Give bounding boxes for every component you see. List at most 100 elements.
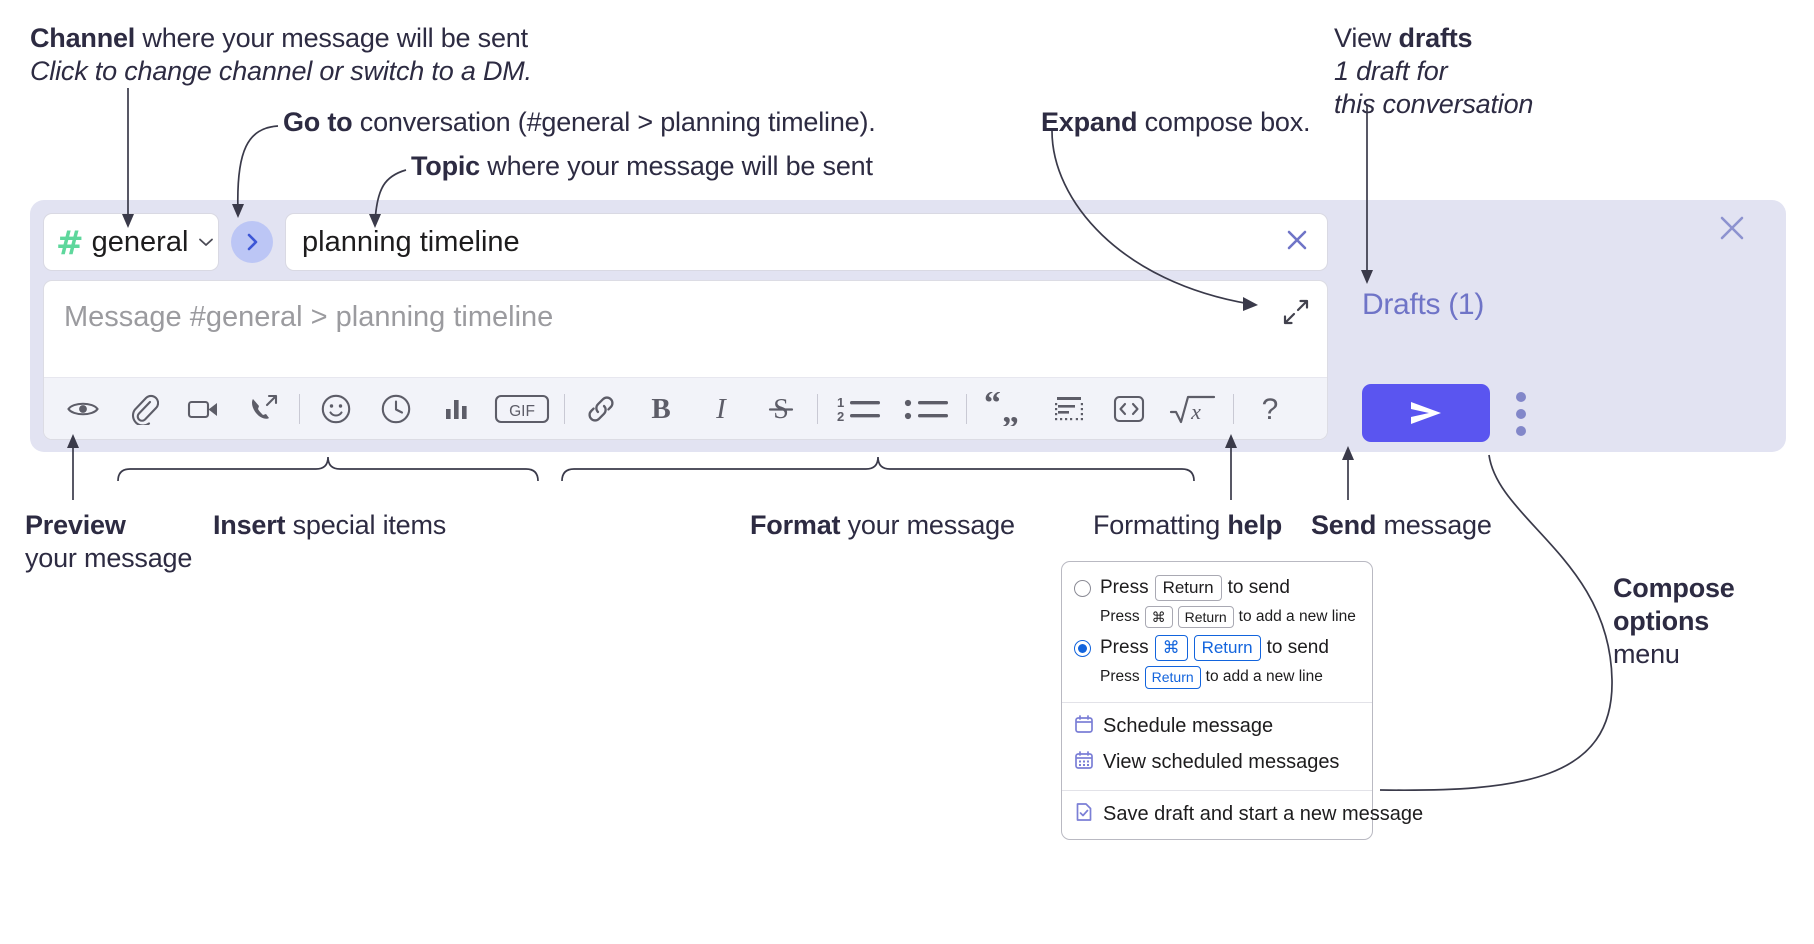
code-block-icon[interactable] bbox=[1046, 386, 1092, 432]
kebab-dot bbox=[1516, 392, 1526, 402]
send-option-cmd-return-sub: Press Return to add a new line bbox=[1062, 664, 1372, 692]
chevron-down-icon bbox=[196, 232, 216, 252]
annotation-goto-rest: conversation (#general > planning timeli… bbox=[352, 107, 876, 137]
key-cmd: ⌘ bbox=[1154, 635, 1188, 662]
channel-name: general bbox=[91, 225, 189, 258]
video-icon[interactable] bbox=[180, 386, 226, 432]
key-return: Return bbox=[1177, 606, 1234, 629]
blockquote-icon[interactable]: “„ bbox=[980, 386, 1032, 432]
poll-icon[interactable] bbox=[433, 386, 479, 432]
drafts-link[interactable]: Drafts (1) bbox=[1362, 288, 1485, 321]
audio-call-icon[interactable] bbox=[240, 386, 286, 432]
kebab-dot bbox=[1516, 409, 1526, 419]
clear-topic-icon[interactable] bbox=[1281, 224, 1313, 261]
annotation-drafts: View drafts 1 draft for this conversatio… bbox=[1334, 22, 1533, 121]
inline-code-icon[interactable] bbox=[1106, 386, 1152, 432]
menu-item-label: Save draft and start a new message bbox=[1103, 803, 1424, 826]
toolbar-divider bbox=[299, 393, 300, 424]
svg-text:?: ? bbox=[1262, 393, 1279, 426]
calendar-icon bbox=[1074, 714, 1094, 740]
brace-format bbox=[561, 456, 1195, 482]
preview-icon[interactable] bbox=[60, 386, 106, 432]
close-compose-icon[interactable] bbox=[1714, 210, 1750, 246]
topic-input-value: planning timeline bbox=[302, 225, 520, 258]
opt2-sub-prefix: Press bbox=[1100, 668, 1140, 686]
key-return: Return bbox=[1154, 575, 1222, 602]
svg-text:1: 1 bbox=[837, 395, 844, 410]
radio-cmd-return[interactable] bbox=[1074, 639, 1091, 657]
menu-item-schedule-message[interactable]: Schedule message bbox=[1062, 709, 1372, 745]
toolbar-divider bbox=[564, 393, 565, 424]
bold-icon[interactable]: B bbox=[638, 386, 684, 432]
chevron-right-icon bbox=[247, 233, 258, 251]
channel-selector[interactable]: # general bbox=[43, 213, 219, 271]
help-icon[interactable]: ? bbox=[1247, 386, 1293, 432]
gif-icon[interactable]: GIF bbox=[493, 386, 551, 432]
menu-divider bbox=[1062, 789, 1372, 791]
math-icon[interactable]: x bbox=[1166, 386, 1220, 432]
annotation-goto: Go to conversation (#general > planning … bbox=[283, 106, 876, 139]
toolbar-divider bbox=[966, 393, 967, 424]
svg-text:2: 2 bbox=[837, 409, 844, 424]
annotation-drafts-bold: drafts bbox=[1398, 23, 1473, 53]
toolbar-divider bbox=[1233, 393, 1234, 424]
annotation-format-rest: your message bbox=[840, 510, 1015, 540]
annotation-preview-bold: Preview bbox=[25, 510, 126, 540]
annotation-send: Send message bbox=[1311, 509, 1492, 542]
svg-text:“: “ bbox=[984, 392, 1001, 422]
menu-item-view-scheduled-messages[interactable]: View scheduled messages bbox=[1062, 745, 1372, 781]
strikethrough-icon[interactable]: S bbox=[758, 386, 804, 432]
go-to-conversation-button[interactable] bbox=[231, 221, 273, 263]
opt1-prefix: Press bbox=[1100, 577, 1149, 599]
kebab-dot bbox=[1516, 426, 1526, 436]
attachment-icon[interactable] bbox=[120, 386, 166, 432]
annotation-compose-options-bold1: Compose bbox=[1613, 573, 1735, 603]
radio-return[interactable] bbox=[1074, 579, 1091, 597]
annotation-preview-line2: your message bbox=[25, 542, 193, 573]
send-option-cmd-return[interactable]: Press ⌘ Return to send Press Return to a… bbox=[1062, 632, 1372, 692]
message-input-box[interactable]: Message #general > planning timeline bbox=[43, 280, 1328, 440]
annotation-send-bold: Send bbox=[1311, 510, 1377, 540]
annotation-compose-options-bold2: options bbox=[1613, 605, 1710, 636]
svg-text:GIF: GIF bbox=[509, 403, 535, 420]
compose-options-popup: Press Return to send Press ⌘ Return to a… bbox=[1061, 561, 1423, 840]
annotation-insert-bold: Insert bbox=[213, 510, 286, 540]
key-cmd: ⌘ bbox=[1144, 606, 1173, 629]
opt1-sub-suffix: to add a new line bbox=[1238, 608, 1356, 626]
formatting-toolbar: GIF B I S bbox=[44, 377, 1327, 439]
message-input-placeholder: Message #general > planning timeline bbox=[64, 301, 554, 333]
save-draft-icon bbox=[1074, 802, 1094, 828]
menu-item-label: Schedule message bbox=[1103, 715, 1274, 738]
compose-right-pane: Drafts (1) bbox=[1340, 200, 1786, 452]
opt2-suffix: to send bbox=[1266, 637, 1329, 659]
annotation-compose-options: Compose options menu bbox=[1613, 572, 1735, 671]
annotation-help: Formatting help bbox=[1093, 509, 1282, 542]
menu-item-save-draft[interactable]: Save draft and start a new message bbox=[1062, 797, 1423, 833]
opt2-prefix: Press bbox=[1100, 637, 1149, 659]
annotation-channel-bold: Channel bbox=[30, 23, 136, 53]
annotation-topic-bold: Topic bbox=[411, 151, 480, 181]
italic-icon[interactable]: I bbox=[698, 386, 744, 432]
hash-icon: # bbox=[56, 222, 84, 262]
menu-divider bbox=[1062, 701, 1372, 703]
clock-icon[interactable] bbox=[373, 386, 419, 432]
annotation-compose-options-plain: menu bbox=[1613, 638, 1680, 669]
send-option-cmd-return-label: Press ⌘ Return to send bbox=[1100, 635, 1329, 662]
key-return: Return bbox=[1193, 635, 1261, 662]
compose-options-menu-button[interactable] bbox=[1516, 392, 1526, 443]
annotation-help-bold: help bbox=[1227, 510, 1283, 540]
send-option-return[interactable]: Press Return to send Press ⌘ Return to a… bbox=[1062, 572, 1372, 632]
annotation-topic: Topic where your message will be sent bbox=[411, 150, 873, 183]
annotation-channel-rest: where your message will be sent bbox=[135, 23, 528, 53]
expand-compose-box-icon[interactable] bbox=[1281, 297, 1311, 327]
topic-input[interactable]: planning timeline bbox=[285, 213, 1328, 271]
send-message-button[interactable] bbox=[1362, 384, 1490, 442]
emoji-icon[interactable] bbox=[313, 386, 359, 432]
leader-compose-options bbox=[1379, 454, 1613, 792]
annotation-insert-rest: special items bbox=[285, 510, 447, 540]
link-icon[interactable] bbox=[578, 386, 624, 432]
bulleted-list-icon[interactable] bbox=[899, 386, 953, 432]
annotation-send-rest: message bbox=[1376, 510, 1492, 540]
